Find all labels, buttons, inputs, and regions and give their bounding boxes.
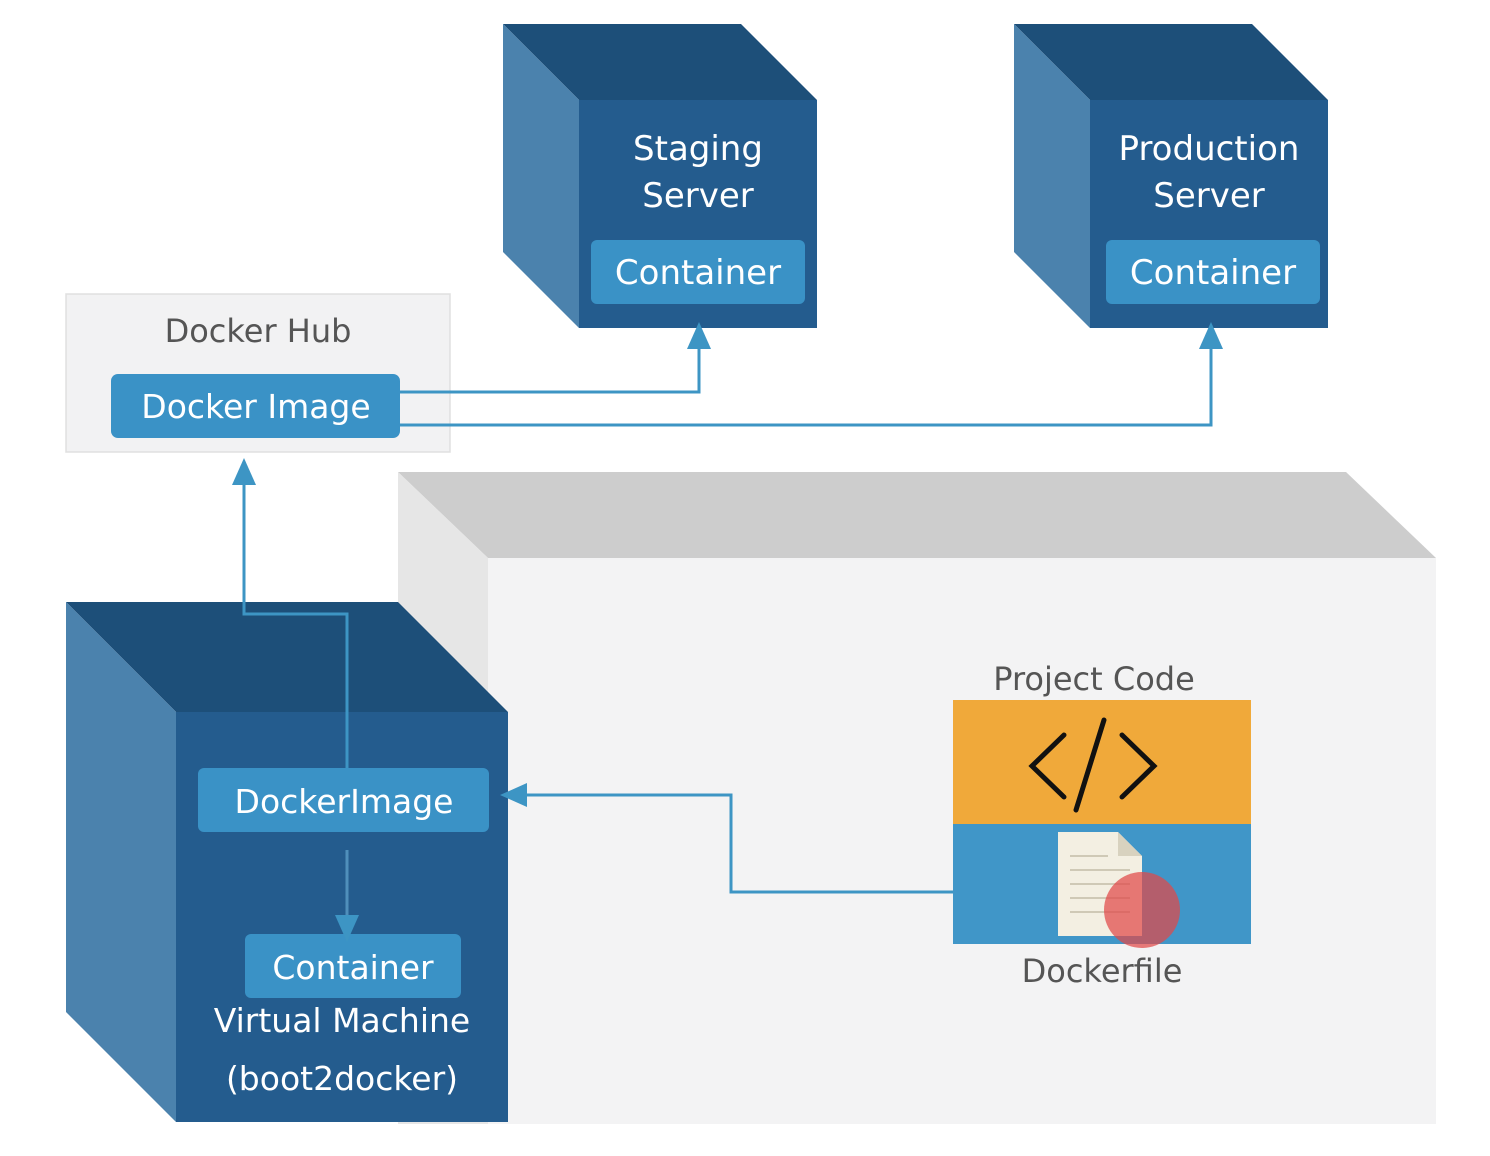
connectors xyxy=(232,322,1223,942)
docker-hub-title: Docker Hub xyxy=(165,312,352,350)
virtual-machine-cube: DockerImage Container Virtual Machine (b… xyxy=(66,602,508,1122)
arrow-hub-to-production xyxy=(400,322,1223,427)
production-server-cube: Production Server Container xyxy=(1014,24,1328,328)
production-container-label: Container xyxy=(1130,253,1296,293)
hub-docker-image-label: Docker Image xyxy=(141,387,370,426)
vm-docker-image-label: DockerImage xyxy=(235,782,454,821)
production-server-title: Production xyxy=(1119,129,1300,169)
project-code-group: Project Code Dockerfile xyxy=(953,660,1251,990)
vm-container-label: Container xyxy=(272,948,434,987)
arrow-vm-to-hub xyxy=(232,458,349,768)
vm-docker-image-pill xyxy=(198,768,489,832)
staging-server-title: Staging xyxy=(633,129,763,169)
staging-container-pill xyxy=(591,240,805,304)
staging-server-cube: Staging Server Container xyxy=(503,24,817,328)
vm-subtitle: (boot2docker) xyxy=(226,1059,458,1098)
docker-hub-box: Docker Hub Docker Image xyxy=(65,293,451,453)
vm-title: Virtual Machine xyxy=(214,1001,470,1040)
cursor-highlight-icon xyxy=(1104,872,1180,948)
staging-container-label: Container xyxy=(615,253,781,293)
staging-server-subtitle: Server xyxy=(642,176,754,216)
project-code-title: Project Code xyxy=(993,660,1195,698)
vm-container-pill xyxy=(245,934,461,998)
arrow-dockerfile-to-vm-image xyxy=(500,783,953,894)
dockerfile-label: Dockerfile xyxy=(1022,952,1183,990)
production-container-pill xyxy=(1106,240,1320,304)
arrow-hub-to-staging xyxy=(400,322,711,394)
hub-docker-image-pill xyxy=(111,374,400,438)
code-icon xyxy=(1028,717,1158,813)
host-machine-box xyxy=(398,472,1436,1124)
production-server-subtitle: Server xyxy=(1153,176,1265,216)
